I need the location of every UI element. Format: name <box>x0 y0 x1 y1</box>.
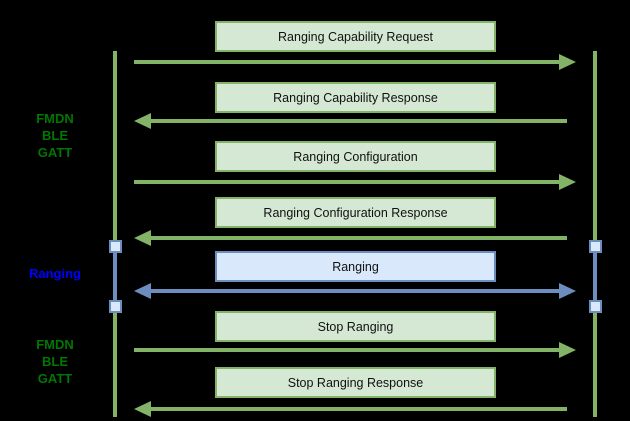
arrow-shaft <box>134 180 564 184</box>
message-arrow-right <box>134 342 576 358</box>
message-label: Ranging <box>332 259 379 274</box>
arrow-shaft <box>134 348 564 352</box>
protocol-label-ranging: Ranging <box>0 265 110 282</box>
message-label: Stop Ranging Response <box>287 375 424 390</box>
message-box-ranging: Ranging <box>215 251 496 282</box>
right-lifeline <box>593 51 597 417</box>
protocol-label-line: Ranging <box>29 266 81 281</box>
message-box-ranging-configuration-response: Ranging Configuration Response <box>215 197 496 228</box>
protocol-label-fmdn-ble-gatt-bottom: FMDN BLE GATT <box>0 336 110 387</box>
protocol-label-line: BLE <box>42 354 68 369</box>
message-arrow-left <box>134 230 576 246</box>
message-arrow-right <box>134 174 576 190</box>
arrowhead-right-icon <box>559 54 576 70</box>
arrowhead-left-icon <box>134 283 151 299</box>
message-arrow-bidirectional <box>134 283 576 299</box>
protocol-label-line: BLE <box>42 128 68 143</box>
arrowhead-right-icon <box>559 283 576 299</box>
message-box-ranging-capability-request: Ranging Capability Request <box>215 21 496 52</box>
arrow-shaft <box>134 60 564 64</box>
arrow-shaft <box>146 407 567 411</box>
left-lifeline-ranging-segment <box>113 251 117 301</box>
arrow-shaft <box>146 119 567 123</box>
activation-marker <box>109 300 122 313</box>
message-label: Ranging Configuration Response <box>263 205 448 220</box>
activation-marker <box>589 300 602 313</box>
message-label: Stop Ranging <box>317 319 394 334</box>
protocol-label-fmdn-ble-gatt-top: FMDN BLE GATT <box>0 110 110 161</box>
left-lifeline <box>113 51 117 417</box>
arrowhead-right-icon <box>559 342 576 358</box>
message-box-ranging-capability-response: Ranging Capability Response <box>215 82 496 113</box>
arrow-shaft <box>146 289 564 293</box>
protocol-label-line: FMDN <box>36 111 74 126</box>
message-label: Ranging Configuration <box>293 149 418 164</box>
arrowhead-left-icon <box>134 401 151 417</box>
message-label: Ranging Capability Request <box>278 29 433 44</box>
right-lifeline-ranging-segment <box>593 251 597 301</box>
protocol-label-line: FMDN <box>36 337 74 352</box>
message-arrow-right <box>134 54 576 70</box>
message-arrow-left <box>134 113 576 129</box>
arrowhead-left-icon <box>134 113 151 129</box>
activation-marker <box>589 240 602 253</box>
protocol-label-line: GATT <box>37 145 73 160</box>
message-box-stop-ranging: Stop Ranging <box>215 311 496 342</box>
arrowhead-left-icon <box>134 230 151 246</box>
message-label: Ranging Capability Response <box>273 90 438 105</box>
activation-marker <box>109 240 122 253</box>
arrow-shaft <box>146 236 567 240</box>
message-box-stop-ranging-response: Stop Ranging Response <box>215 367 496 398</box>
protocol-label-line: GATT <box>37 371 73 386</box>
message-box-ranging-configuration: Ranging Configuration <box>215 141 496 172</box>
message-arrow-left <box>134 401 576 417</box>
arrowhead-right-icon <box>559 174 576 190</box>
